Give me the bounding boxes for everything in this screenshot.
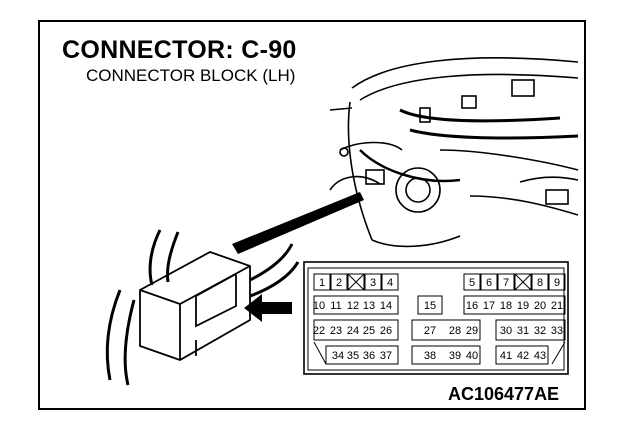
- pin-label: 18: [500, 300, 512, 312]
- pin-label: 29: [466, 325, 478, 337]
- pin-label: 4: [387, 277, 393, 289]
- pin-label: 40: [466, 350, 478, 362]
- pin-label: 32: [534, 325, 546, 337]
- pin-label: 35: [347, 350, 359, 362]
- pin-label: 37: [380, 350, 392, 362]
- pin-label: 26: [380, 325, 392, 337]
- pin-label: 28: [449, 325, 461, 337]
- pin-label: 21: [551, 300, 563, 312]
- pin-label: 19: [517, 300, 529, 312]
- pin-label: 14: [380, 300, 392, 312]
- pin-label: 23: [330, 325, 342, 337]
- pin-label: 39: [449, 350, 461, 362]
- pin-label: 11: [330, 300, 341, 312]
- pin-label: 13: [363, 300, 375, 312]
- connector-block-drawing: [105, 229, 300, 386]
- pin-label: 34: [332, 350, 344, 362]
- pin-label: 17: [483, 300, 495, 312]
- pin-label: 5: [469, 277, 475, 289]
- figure-code: AC106477AE: [448, 384, 560, 404]
- pin-label: 31: [517, 325, 529, 337]
- pin-label: 10: [313, 300, 325, 312]
- pin-label: 8: [537, 277, 543, 289]
- pin-label: 6: [486, 277, 492, 289]
- pin-label: 15: [424, 300, 436, 312]
- pin-label: 42: [517, 350, 529, 362]
- pin-label: 20: [534, 300, 546, 312]
- dashboard-drawing: [329, 57, 579, 248]
- pin-label: 7: [503, 277, 509, 289]
- connector-face: [303, 261, 569, 375]
- connector-title: CONNECTOR: C-90: [62, 36, 297, 64]
- connector-subtitle: CONNECTOR BLOCK (LH): [86, 66, 296, 85]
- figure-frame: [38, 20, 586, 410]
- pin-label: 24: [347, 325, 359, 337]
- pin-label: 41: [500, 350, 512, 362]
- pin-label: 25: [363, 325, 375, 337]
- pin-label: 2: [336, 277, 342, 289]
- insertion-arrow: [244, 294, 292, 322]
- pin-label: 36: [363, 350, 375, 362]
- pin-label: 16: [466, 300, 478, 312]
- pin-label: 30: [500, 325, 512, 337]
- pin-label: 43: [534, 350, 546, 362]
- pin-label: 9: [554, 277, 560, 289]
- pin-label: 22: [313, 325, 325, 337]
- pointer-arrow: [232, 192, 364, 254]
- pin-label: 33: [551, 325, 563, 337]
- pin-label: 3: [370, 277, 376, 289]
- pin-label: 38: [424, 350, 436, 362]
- pin-label: 27: [424, 325, 436, 337]
- pin-label: 1: [319, 277, 325, 289]
- pin-label: 12: [347, 300, 359, 312]
